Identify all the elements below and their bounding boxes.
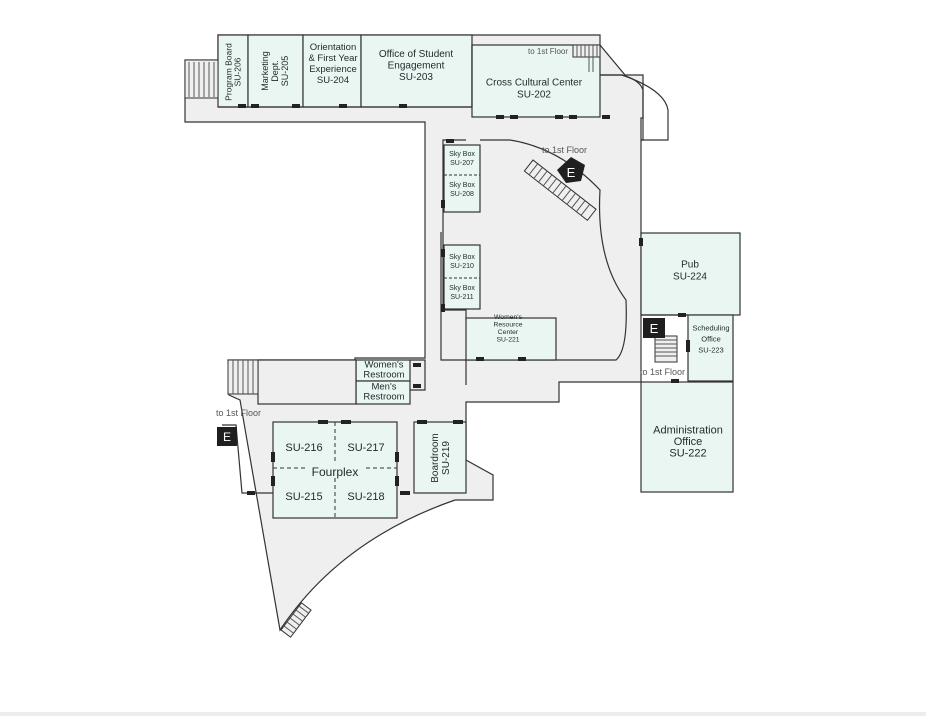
room-label-line: SU-205 — [280, 56, 290, 87]
room-label-line: Sky Box — [449, 285, 475, 292]
room-label-line: Administration — [653, 424, 723, 436]
room-label-line: SU-217 — [347, 442, 384, 454]
room-label-line: SU-202 — [517, 90, 551, 101]
room-label-line: SU-221 — [496, 337, 519, 344]
room-label-line: Cross Cultural Center — [486, 78, 583, 89]
stair-label-center: to 1st Floor — [542, 145, 587, 155]
elevator-left[interactable]: E — [217, 427, 237, 446]
room-label-line: SU-219 — [441, 441, 452, 475]
room-label-line: SU-216 — [285, 442, 322, 454]
right-rooms — [640, 232, 741, 493]
room-label-line: Dept. — [270, 60, 280, 82]
elevator-center[interactable]: E — [557, 157, 585, 183]
stair-right — [654, 335, 678, 363]
room-label-line: Sky Box — [449, 182, 475, 189]
room-label-line: & First Year — [308, 53, 357, 64]
room-label-line: Restroom — [363, 391, 404, 402]
room-su205[interactable] — [247, 34, 304, 108]
stair-label-right: to 1st Floor — [640, 367, 685, 377]
room-label-line: Fourplex — [312, 465, 359, 479]
room-su224[interactable] — [640, 232, 741, 316]
room-label-line: Sky Box — [449, 254, 475, 261]
elevator-right[interactable]: E — [643, 318, 665, 338]
stair-bottom — [280, 602, 312, 638]
elevator-label: E — [650, 321, 659, 336]
room-label-line: Orientation — [310, 42, 356, 53]
room-label-line: SU-224 — [673, 272, 707, 283]
doors — [238, 104, 690, 495]
room-label-line: SU-204 — [317, 75, 349, 86]
room-label-line: SU-207 — [450, 160, 474, 167]
room-label-line: Office — [701, 335, 720, 344]
top-rooms — [217, 34, 601, 118]
room-su207-208[interactable] — [443, 144, 481, 213]
room-label-line: Program Board — [223, 43, 233, 101]
room-label-line: Pub — [681, 260, 699, 271]
room-label-line: Scheduling — [692, 324, 729, 333]
room-label-line: Restroom — [363, 369, 404, 380]
room-label-line: Women's — [364, 359, 403, 370]
room-label-line: Engagement — [388, 61, 445, 72]
label-su216: SU-216 — [285, 442, 322, 454]
elevator-label: E — [567, 165, 576, 180]
room-su223[interactable] — [687, 314, 734, 382]
label-su215: SU-215 — [285, 491, 322, 503]
room-label-line: Men's — [371, 381, 396, 392]
stair-label-left: to 1st Floor — [216, 408, 261, 418]
label-su218: SU-218 — [347, 491, 384, 503]
stair-center — [523, 159, 597, 221]
room-su219[interactable] — [413, 421, 467, 494]
stair-top-right — [572, 44, 601, 72]
bottom-border — [0, 712, 926, 716]
room-label-line: SU-203 — [399, 72, 433, 83]
room-label-line: SU-223 — [698, 346, 723, 355]
room-label-line: Marketing — [260, 51, 270, 91]
restrooms — [355, 359, 411, 405]
room-label-line: Experience — [309, 64, 357, 75]
room-label-line: Office — [674, 436, 703, 448]
room-label-line: SU-206 — [232, 57, 242, 86]
label-fourplex: Fourplex — [307, 463, 363, 479]
room-label-line: Office of Student — [379, 49, 454, 60]
room-label-line: SU-215 — [285, 491, 322, 503]
room-label-line: SU-208 — [450, 191, 474, 198]
room-label-line: Resource — [493, 322, 522, 329]
room-label-line: Sky Box — [449, 151, 475, 158]
room-su221[interactable] — [465, 317, 557, 361]
stair-label-top: to 1st Floor — [528, 47, 568, 56]
label-su217: SU-217 — [347, 442, 384, 454]
skybox-rooms — [443, 144, 481, 310]
room-label-line: Boardroom — [430, 433, 441, 482]
stair-landing-outline — [600, 74, 669, 141]
stair-top-left — [184, 59, 219, 99]
stair-left — [227, 359, 259, 395]
room-label-line: Women's — [494, 314, 523, 321]
room-su210-211[interactable] — [443, 244, 481, 310]
room-su222[interactable] — [640, 381, 734, 493]
room-label-line: SU-218 — [347, 491, 384, 503]
floor-area — [184, 34, 644, 632]
room-label-line: SU-210 — [450, 263, 474, 270]
elevator-label: E — [223, 430, 231, 444]
room-label-line: SU-222 — [669, 447, 706, 459]
room-label-line: Center — [498, 329, 519, 336]
room-label-line: SU-211 — [450, 294, 473, 301]
